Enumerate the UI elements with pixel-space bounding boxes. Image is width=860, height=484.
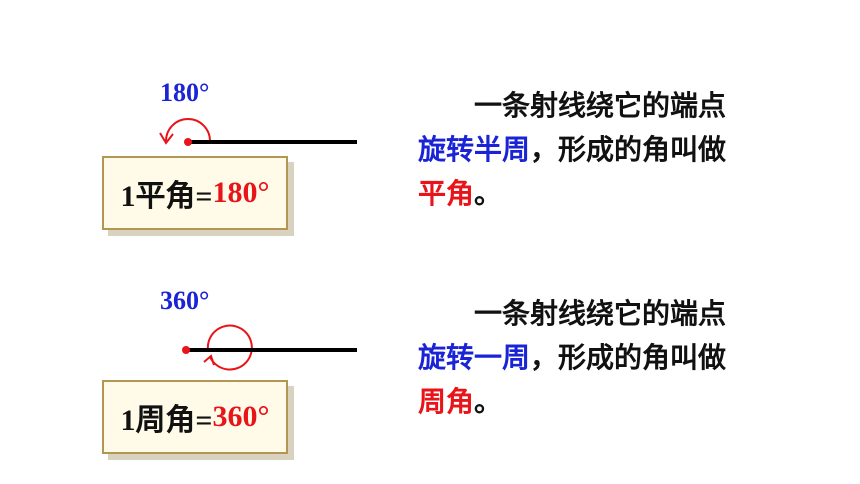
- straight-angle-degree-label: 180°: [160, 78, 210, 107]
- full-angle-rotation-phrase: 旋转一周: [418, 341, 531, 374]
- full-angle-degree-label: 360°: [160, 286, 210, 315]
- full-angle-vertex: [182, 346, 190, 354]
- straight-angle-description: 一条射线绕它的端点 旋转半周，形成的角叫做 平角。: [418, 84, 818, 216]
- full-angle-arrow-icon: [203, 354, 215, 366]
- straight-angle-rotation-arc: [165, 118, 211, 142]
- full-angle-definition-box: 1周角=360°: [102, 380, 288, 454]
- full-angle-diagram: [182, 324, 357, 371]
- straight-angle-box-value: 180°: [212, 176, 270, 209]
- full-angle-term: 周角: [418, 385, 475, 418]
- straight-angle-term: 平角: [418, 177, 475, 210]
- full-angle-desc-line1: 一条射线绕它的端点: [474, 297, 727, 330]
- straight-angle-desc-line3-end: 。: [474, 177, 503, 210]
- straight-angle-rotation-phrase: 旋转半周: [418, 133, 531, 166]
- full-angle-description: 一条射线绕它的端点 旋转一周，形成的角叫做 周角。: [418, 292, 818, 424]
- full-angle-desc-line3-end: 。: [474, 385, 503, 418]
- straight-angle-desc-line2: 旋转半周，形成的角叫做: [418, 128, 818, 172]
- straight-angle-desc-line2-rest: ，形成的角叫做: [530, 133, 727, 166]
- straight-angle-arrow-icon: [159, 132, 174, 145]
- straight-angle-desc-line3: 平角。: [418, 172, 818, 216]
- straight-angle-desc-line1: 一条射线绕它的端点: [474, 89, 727, 122]
- full-angle-box-prefix: 1周角=: [120, 404, 213, 437]
- full-angle-desc-line2: 旋转一周，形成的角叫做: [418, 336, 818, 380]
- full-angle-rotation-arc: [206, 324, 253, 371]
- straight-angle-vertex: [184, 138, 192, 146]
- full-angle-box-value: 360°: [212, 400, 270, 433]
- straight-angle-diagram: [159, 118, 357, 146]
- full-angle-desc-line2-rest: ，形成的角叫做: [530, 341, 727, 374]
- straight-angle-definition-box: 1平角=180°: [102, 156, 288, 230]
- straight-angle-box-prefix: 1平角=: [120, 180, 213, 213]
- full-angle-desc-line3: 周角。: [418, 380, 818, 424]
